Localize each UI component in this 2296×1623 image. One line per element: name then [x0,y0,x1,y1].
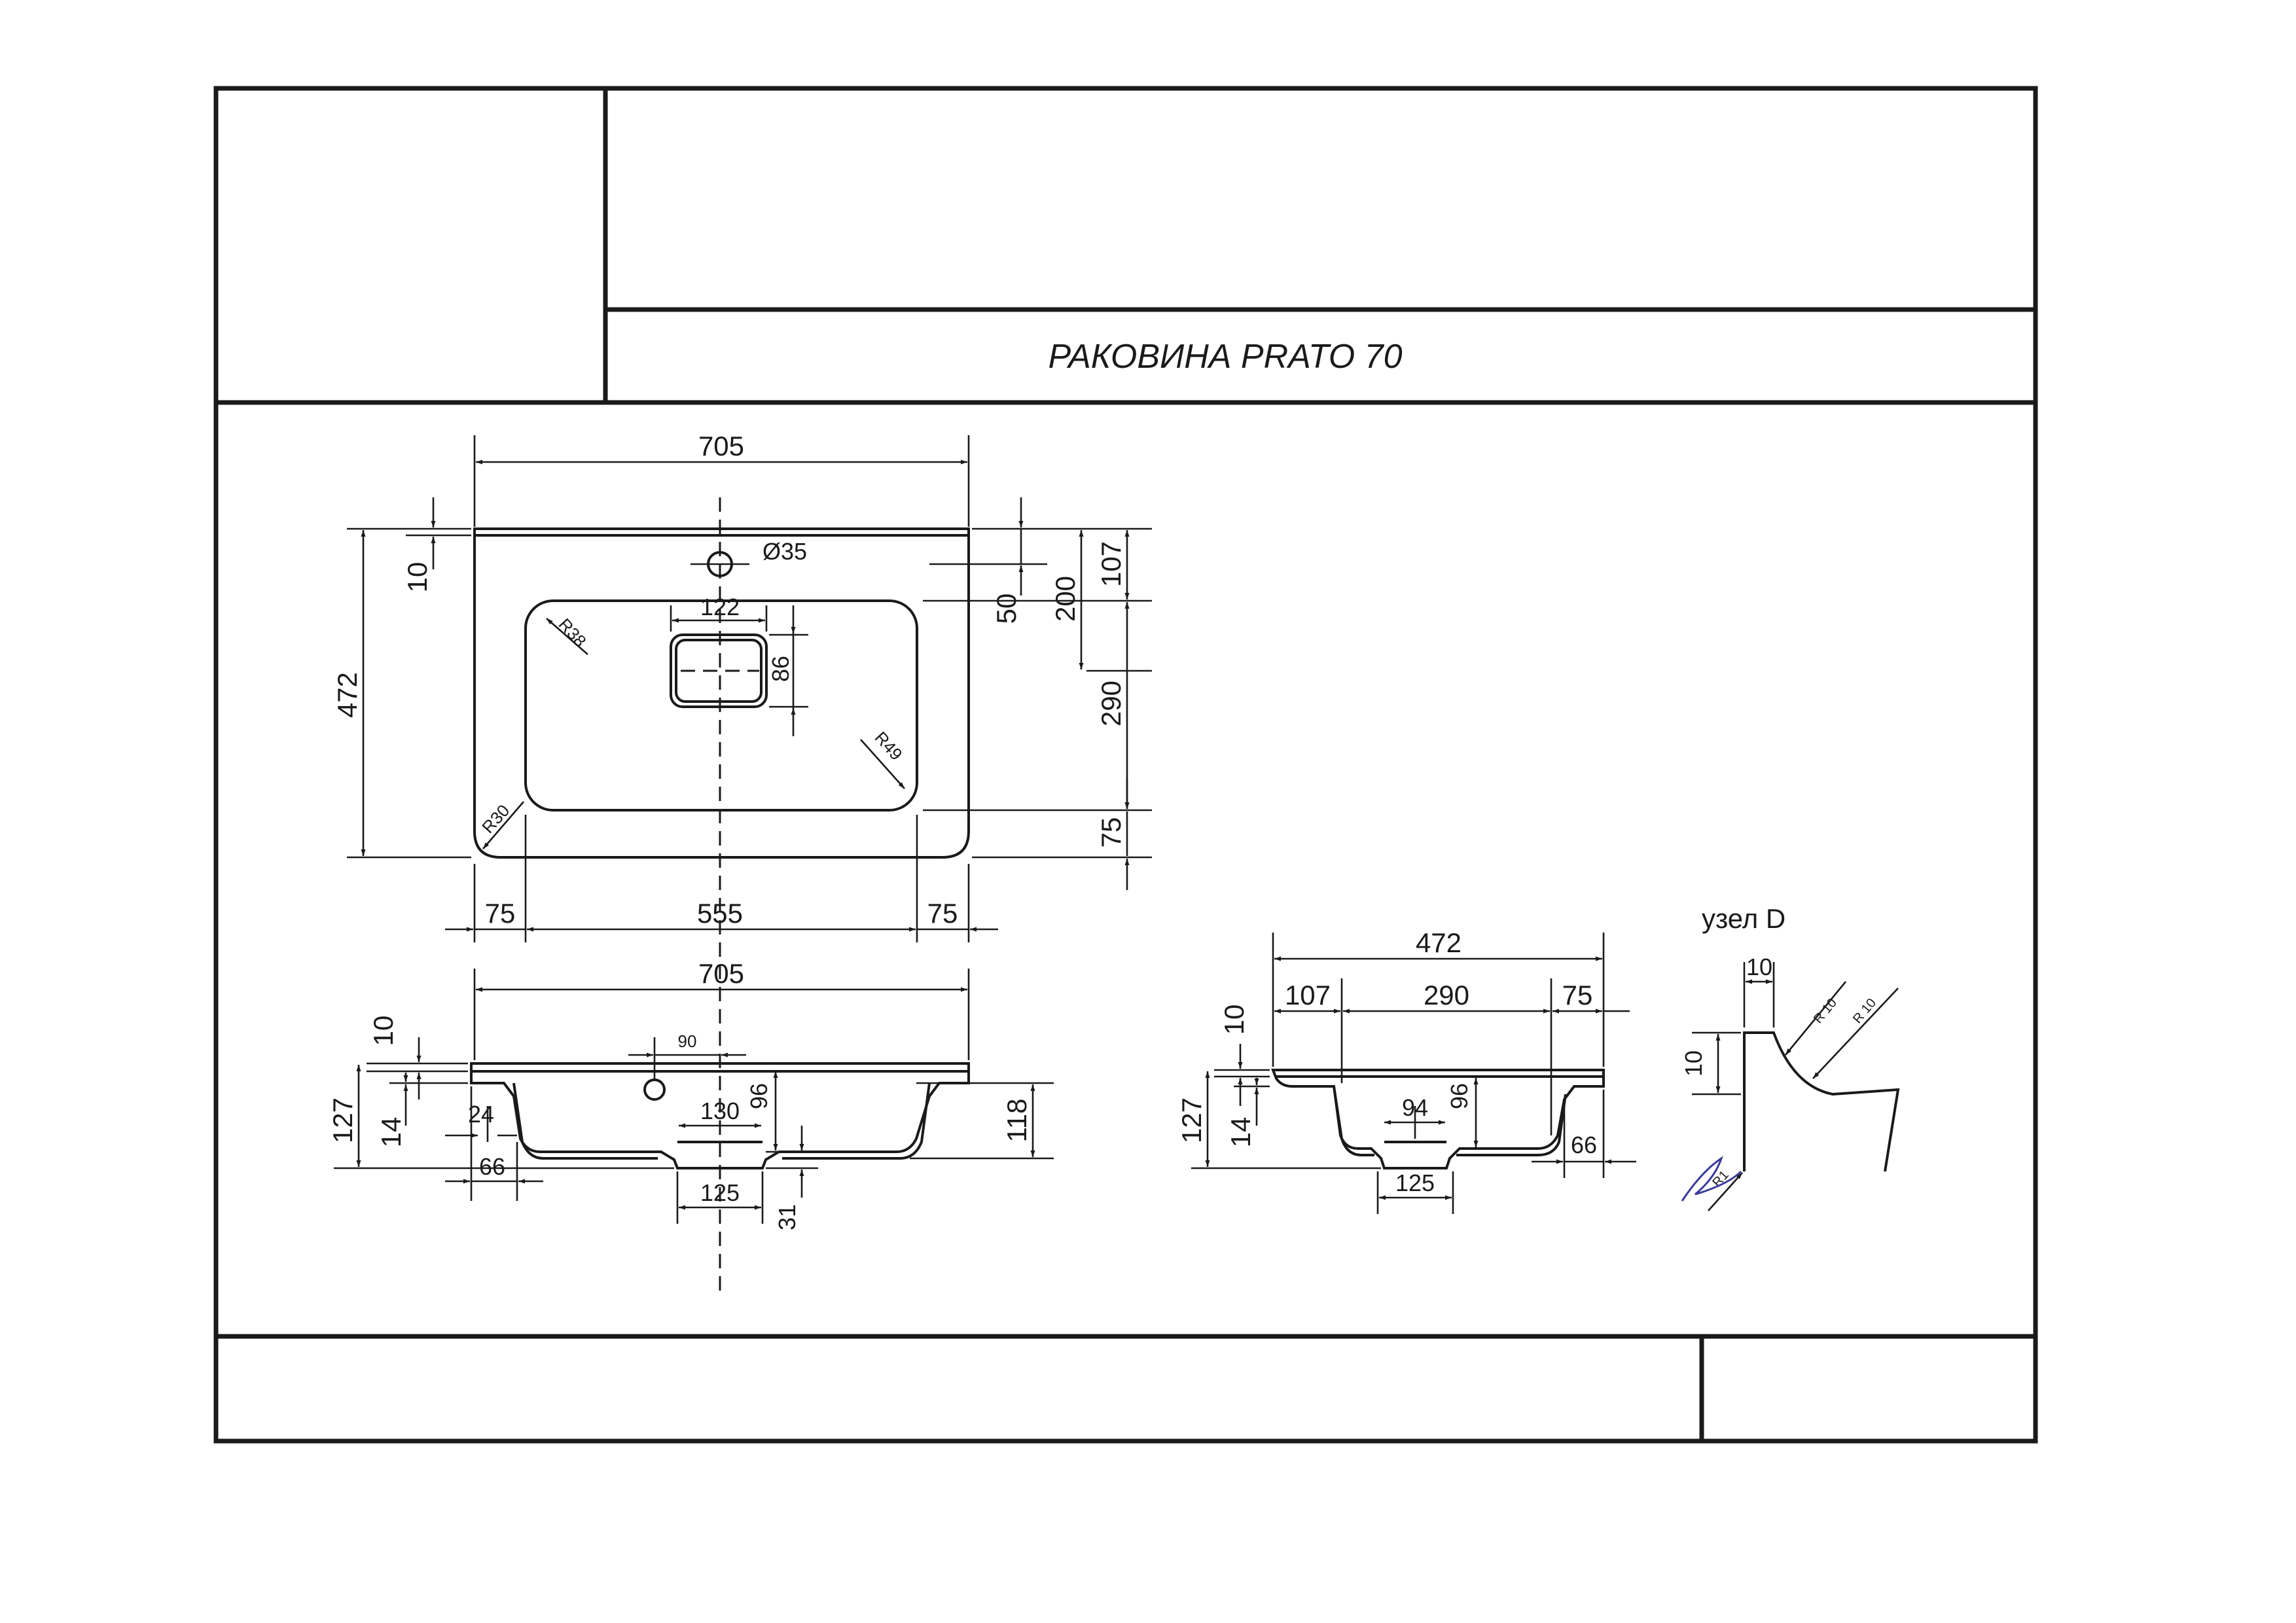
right-dim-290: 290 [1096,681,1126,726]
top-drain-outline [670,633,768,708]
bottom-dim-75-left: 75 [485,898,516,929]
side-dim-96: 96 [1446,1083,1473,1109]
side-dim-75: 75 [1562,980,1593,1010]
detail-dim-10-top: 10 [1746,954,1772,980]
front-dim-66: 66 [479,1153,505,1180]
front-dim-125: 125 [700,1179,740,1206]
front-dim-118: 118 [1001,1099,1032,1143]
right-dim-200: 200 [1050,576,1081,622]
top-outline [473,527,970,859]
side-view: 472 107 290 75 10 127 14 94 96 [1176,927,1636,1214]
bottom-dim-555: 555 [697,898,743,929]
bowl-radius-tl: R38 [555,615,590,651]
front-view: 705 10 127 14 24 66 90 [327,958,1054,1230]
right-dim-75: 75 [1096,817,1126,848]
handwritten-signature [1681,1156,1742,1202]
drawing-title: РАКОВИНА PRATO 70 [1049,338,1403,376]
right-dim-50: 50 [991,594,1022,624]
outer-radius: R30 [478,800,513,837]
side-dim-107: 107 [1285,980,1331,1010]
tap-hole-dim: Ø35 [762,538,807,565]
side-dim-10: 10 [1219,1005,1249,1035]
drain-height-dim: 86 [767,656,794,682]
side-outline [1271,1069,1605,1169]
side-dim-14: 14 [1225,1117,1256,1148]
detail-profile [1743,1031,1900,1172]
bowl-radius-br: R49 [871,728,906,764]
top-bowl-outline [524,599,918,812]
side-dim-127: 127 [1176,1097,1207,1143]
right-dim-107: 107 [1096,541,1126,587]
top-view: 705 472 10 Ø35 122 86 R38 R49 R30 [332,431,1152,1293]
top-depth-dim: 472 [332,672,363,718]
side-dim-125: 125 [1395,1169,1435,1196]
front-dim-10: 10 [368,1016,399,1046]
detail-dim-10-left: 10 [1680,1050,1707,1077]
detail-d: узел D 10 10 R 10 R 10 R1 [1680,903,1900,1211]
detail-radius-b: R 10 [1850,996,1879,1027]
detail-radius-a: R 10 [1811,996,1840,1027]
front-dim-14: 14 [376,1117,406,1148]
side-width-dim: 472 [1416,927,1462,958]
top-width-dim: 705 [698,431,744,461]
side-dim-66: 66 [1571,1132,1597,1158]
bottom-dim-75-right: 75 [927,898,958,929]
detail-radius-r1: R1 [1710,1168,1731,1190]
front-dim-31: 31 [774,1204,800,1230]
front-width-dim: 705 [698,958,744,989]
drain-width-dim: 122 [700,594,740,620]
front-dim-90: 90 [678,1031,697,1051]
drawing-frame [213,86,2038,1444]
front-dim-127: 127 [327,1097,358,1143]
front-dim-96: 96 [745,1083,772,1109]
side-dim-94: 94 [1402,1094,1428,1121]
front-dim-130: 130 [700,1097,740,1124]
detail-label: узел D [1702,903,1785,934]
front-dim-24: 24 [468,1101,494,1128]
side-dim-290: 290 [1424,980,1469,1010]
top-rim-dim: 10 [402,562,433,593]
